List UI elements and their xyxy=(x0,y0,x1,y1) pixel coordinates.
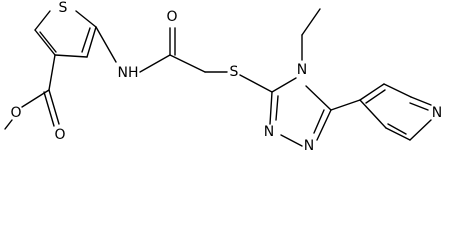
bond-c2-s xyxy=(75,10,97,28)
bond-pyc2-n xyxy=(410,96,432,106)
bond-pyc4-pyc3 xyxy=(359,83,385,101)
bond-n1-n2 xyxy=(280,134,303,147)
triazole-n4: N xyxy=(297,62,307,78)
bond-pyc2-n-inner xyxy=(409,102,429,111)
bond-oether-ch3 xyxy=(4,119,13,130)
bond-c3-c2-inner xyxy=(81,27,91,53)
bond-c5-c4 xyxy=(34,29,56,56)
ester-ether-oxygen: O xyxy=(10,105,21,121)
bond-c3-n4 xyxy=(271,77,297,93)
bond-c5-c4-inner xyxy=(39,31,57,53)
bond-lines xyxy=(4,8,432,147)
bond-ester-c-oether xyxy=(21,89,50,108)
bond-n2-c3 xyxy=(269,91,273,125)
bond-pyc6-pyc5-inner xyxy=(387,123,407,135)
amide-carbonyl-oxygen: O xyxy=(166,9,177,25)
bond-c3-c2 xyxy=(86,26,97,58)
bond-c5-n1-inner xyxy=(313,109,325,134)
bond-pyc3-pyc2 xyxy=(383,83,412,98)
bond-co-ch2 xyxy=(169,54,206,73)
triazole-n2: N xyxy=(264,124,274,140)
bond-n-pyc6 xyxy=(409,119,432,141)
molecule-structure-diagram: S NH O S N N N N O O xyxy=(4,0,442,154)
bond-c5-pyc4 xyxy=(330,99,361,111)
bond-ester-c-ocarbonyl-double xyxy=(43,91,55,127)
bond-c4-c3 xyxy=(54,54,88,58)
bond-c2-nh xyxy=(95,26,117,63)
triazole-n1: N xyxy=(304,138,314,154)
bond-s-c5 xyxy=(34,10,51,31)
bond-s-c3-triazole xyxy=(239,74,273,93)
bond-pyc6-pyc5 xyxy=(385,127,411,141)
thioether-sulfur: S xyxy=(230,64,239,80)
bond-ester-c-ocarbonyl xyxy=(48,89,60,125)
atom-labels: S NH O S N N N N O O xyxy=(10,0,442,154)
bond-pyc5-pyc4 xyxy=(359,99,387,129)
thiophene-sulfur: S xyxy=(59,0,68,16)
bond-ch2-ch3 xyxy=(301,8,321,36)
bond-n2-c3-inner xyxy=(275,95,279,121)
pyridine-nitrogen: N xyxy=(432,105,442,121)
bond-n4-c5 xyxy=(305,85,332,111)
bond-c5-n1 xyxy=(316,109,332,141)
amide-nh: NH xyxy=(118,65,139,81)
bond-pyc4-pyc3-inner xyxy=(365,89,386,104)
ester-carbonyl-oxygen: O xyxy=(54,127,65,143)
bond-nh-co xyxy=(139,54,171,73)
bond-c4-ester-c xyxy=(48,54,56,91)
